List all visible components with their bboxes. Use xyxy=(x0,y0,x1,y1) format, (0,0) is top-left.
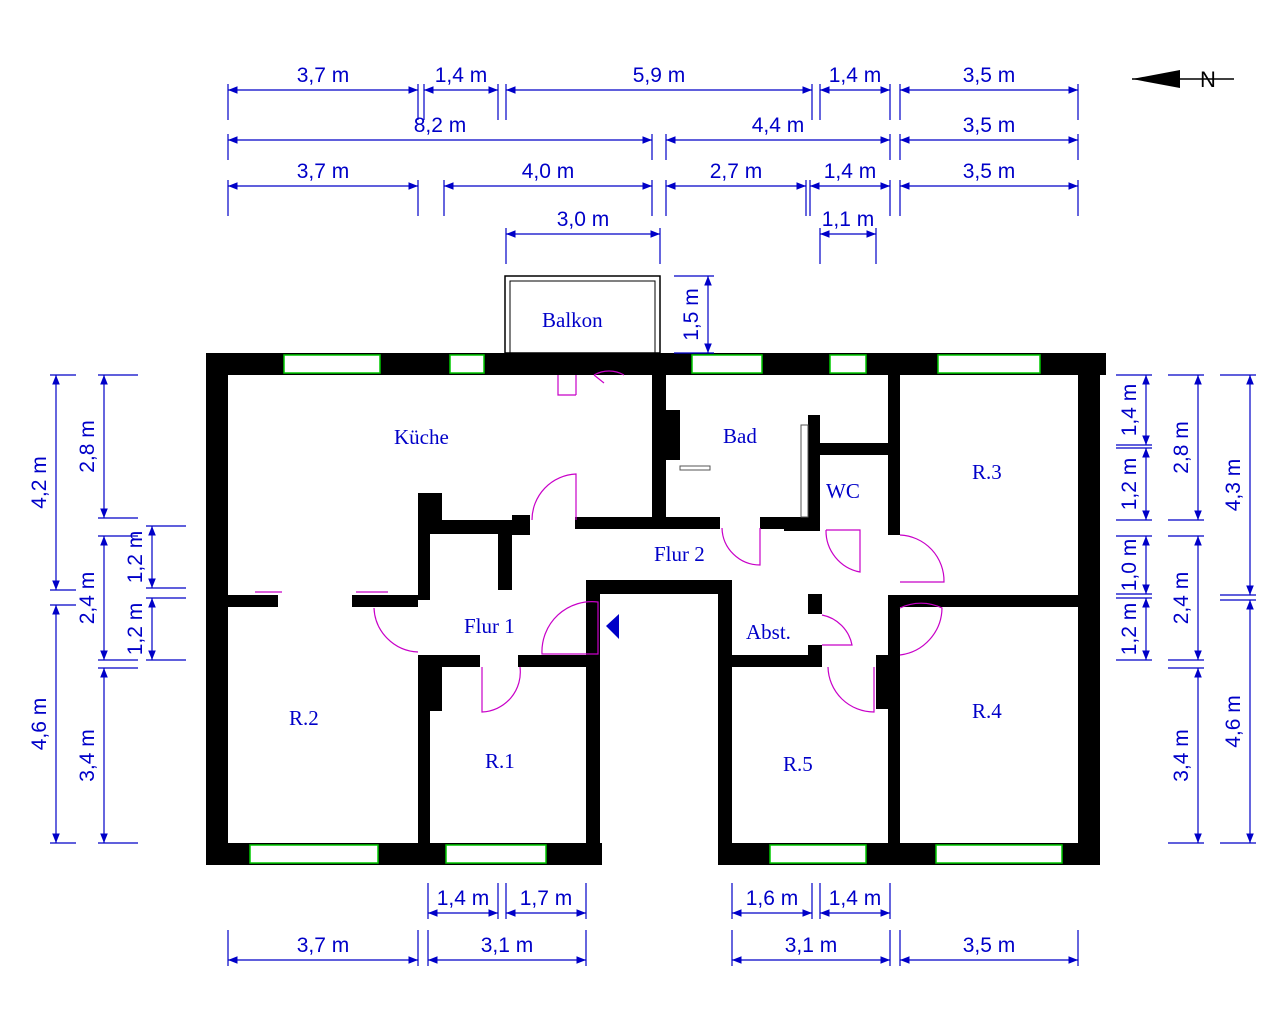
dim-top-6: 8,2 m xyxy=(414,114,467,137)
room-label-r4: R.4 xyxy=(972,699,1002,723)
room-label-r5: R.5 xyxy=(783,752,813,776)
windows xyxy=(249,354,1063,864)
dim-top-11: 2,7 m xyxy=(710,160,763,183)
north-arrow-icon: N xyxy=(1132,67,1234,92)
dim-left-4: 2,4 m xyxy=(76,572,99,625)
dim-right-5: 2,8 m xyxy=(1170,421,1193,474)
dim-top-15: 1,1 m xyxy=(822,208,875,231)
room-label-flur1: Flur 1 xyxy=(464,614,515,638)
dim-bottom-7: 3,1 m xyxy=(785,934,838,957)
dim-left-6: 4,6 m xyxy=(28,698,51,751)
room-label-bad: Bad xyxy=(723,424,757,448)
dim-left-1: 4,2 m xyxy=(28,456,51,509)
dim-top-2: 1,4 m xyxy=(435,64,488,87)
dim-top-9: 3,7 m xyxy=(297,160,350,183)
dim-bottom-1: 1,4 m xyxy=(437,887,490,910)
entrance-marker xyxy=(606,614,619,639)
dim-right-7: 3,4 m xyxy=(1170,729,1193,782)
dim-left-3: 1,2 m xyxy=(124,531,147,584)
dim-left-7: 3,4 m xyxy=(76,729,99,782)
dim-bottom-6: 3,1 m xyxy=(481,934,534,957)
room-label-balkon: Balkon xyxy=(542,308,603,332)
room-label-flur2: Flur 2 xyxy=(654,542,705,566)
room-label-r2: R.2 xyxy=(289,706,319,730)
dim-top-12: 1,4 m xyxy=(824,160,877,183)
doors xyxy=(255,370,945,713)
room-label-abst: Abst. xyxy=(746,620,791,644)
dim-bottom-8: 3,5 m xyxy=(963,934,1016,957)
dim-top-13: 3,5 m xyxy=(963,160,1016,183)
dim-right-6: 2,4 m xyxy=(1170,572,1193,625)
dim-right-9: 4,6 m xyxy=(1222,695,1245,748)
room-label-r3: R.3 xyxy=(972,460,1002,484)
dim-left-5: 1,2 m xyxy=(124,603,147,656)
dim-top-4: 1,4 m xyxy=(829,64,882,87)
dim-left-2: 2,8 m xyxy=(76,420,99,473)
dim-right-2: 1,2 m xyxy=(1118,458,1141,511)
dim-top-7: 4,4 m xyxy=(752,114,805,137)
dim-bottom-4: 1,4 m xyxy=(829,887,882,910)
dim-top-14: 3,0 m xyxy=(557,208,610,231)
room-labels: Küche Bad WC R.3 Flur 2 Flur 1 Abst. R.2… xyxy=(289,308,1002,776)
dim-top-10: 4,0 m xyxy=(522,160,575,183)
dim-bottom-5: 3,7 m xyxy=(297,934,350,957)
dim-right-4: 1,2 m xyxy=(1118,603,1141,656)
dimension-lines: 3,7 m 1,4 m 5,9 m 1,4 m 3,5 m 8,2 m 4,4 m 3,5 m… xyxy=(28,64,1256,966)
north-label: N xyxy=(1200,67,1216,92)
dim-top-8: 3,5 m xyxy=(963,114,1016,137)
room-label-kueche: Küche xyxy=(394,425,449,449)
bath-fixture xyxy=(800,424,809,518)
dim-right-3: 1,0 m xyxy=(1118,539,1141,592)
room-label-r1: R.1 xyxy=(485,749,515,773)
walls xyxy=(206,353,1106,865)
dim-top-3: 5,9 m xyxy=(633,64,686,87)
room-label-wc: WC xyxy=(826,479,860,503)
dim-right-8: 4,3 m xyxy=(1222,459,1245,512)
dim-bottom-3: 1,6 m xyxy=(746,887,799,910)
dim-balcony-depth: 1,5 m xyxy=(680,288,703,341)
dim-top-5: 3,5 m xyxy=(963,64,1016,87)
dim-bottom-2: 1,7 m xyxy=(520,887,573,910)
dim-top-1: 3,7 m xyxy=(297,64,350,87)
dim-right-1: 1,4 m xyxy=(1118,384,1141,437)
